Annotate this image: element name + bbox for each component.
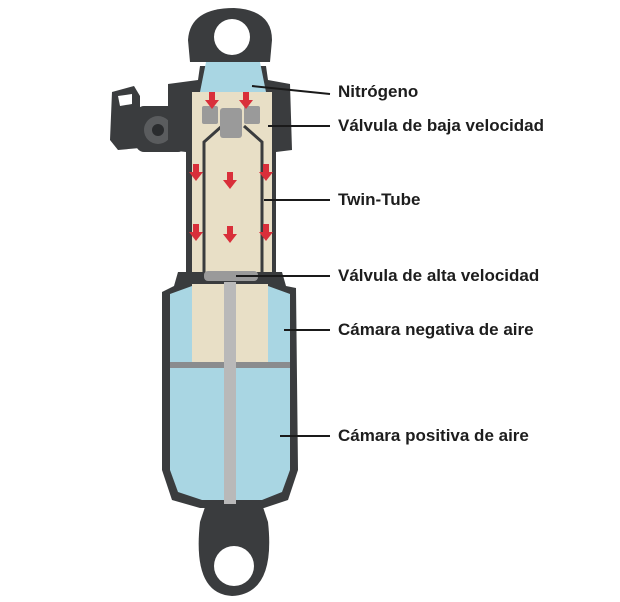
air-can — [162, 272, 298, 508]
leader-nitrogen — [251, 85, 331, 95]
nitrogen-chamber — [200, 62, 266, 92]
bottom-eyelet — [198, 504, 270, 596]
leader-lines — [236, 85, 331, 437]
twin-tube-wall-left — [202, 124, 223, 278]
top-eyelet — [188, 8, 272, 62]
high-speed-valve — [204, 271, 258, 281]
label-low-speed-valve: Válvula de baja velocidad — [338, 116, 544, 135]
label-negative-air-chamber: Cámara negativa de aire — [338, 320, 534, 339]
label-nitrogen: Nitrógeno — [338, 82, 419, 101]
negative-air-chamber — [170, 286, 192, 362]
damper-shaft — [224, 282, 236, 504]
label-twin-tube: Twin-Tube — [338, 190, 421, 209]
label-positive-air-chamber: Cámara positiva de aire — [338, 426, 529, 445]
low-speed-valve — [202, 106, 260, 138]
label-high-speed-valve: Válvula de alta velocidad — [338, 266, 540, 285]
